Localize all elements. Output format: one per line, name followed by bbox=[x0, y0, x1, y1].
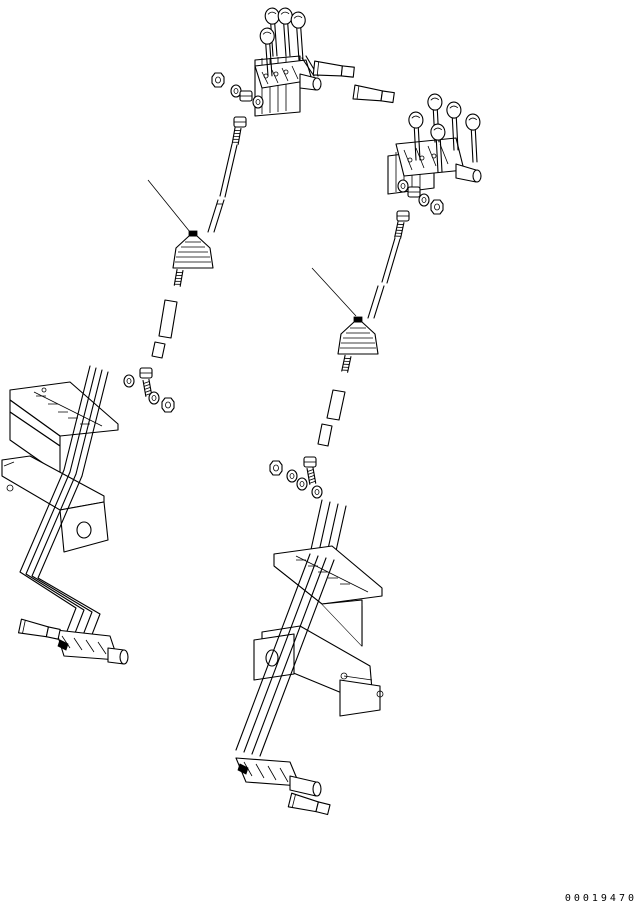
left-pivot-bolt bbox=[17, 618, 62, 642]
right-pivot-bolt bbox=[287, 792, 332, 818]
right-leader-line bbox=[311, 267, 357, 317]
right-support-bracket bbox=[273, 499, 383, 647]
left-mount-plate bbox=[1, 455, 109, 553]
left-leader-line bbox=[147, 179, 191, 233]
left-control-rod bbox=[151, 116, 247, 359]
drawing-number: 00019470 bbox=[564, 893, 637, 904]
left-pedal-pivot bbox=[55, 629, 129, 665]
right-control-rod bbox=[317, 210, 410, 447]
right-lever-bracket bbox=[387, 137, 482, 195]
left-support-bracket bbox=[9, 365, 119, 477]
right-lower-fasteners bbox=[269, 456, 323, 499]
right-long-links bbox=[235, 553, 335, 757]
right-pedal-pivot bbox=[235, 757, 322, 797]
right-lever-assembly bbox=[235, 84, 483, 818]
left-lower-fasteners bbox=[123, 367, 175, 413]
left-long-links bbox=[19, 469, 101, 651]
left-bracket-bolt bbox=[312, 60, 356, 80]
left-lever-bracket bbox=[254, 55, 322, 117]
left-lever-assembly bbox=[1, 7, 356, 665]
right-bracket-bolt bbox=[352, 84, 396, 106]
right-mount-plate bbox=[253, 625, 384, 717]
